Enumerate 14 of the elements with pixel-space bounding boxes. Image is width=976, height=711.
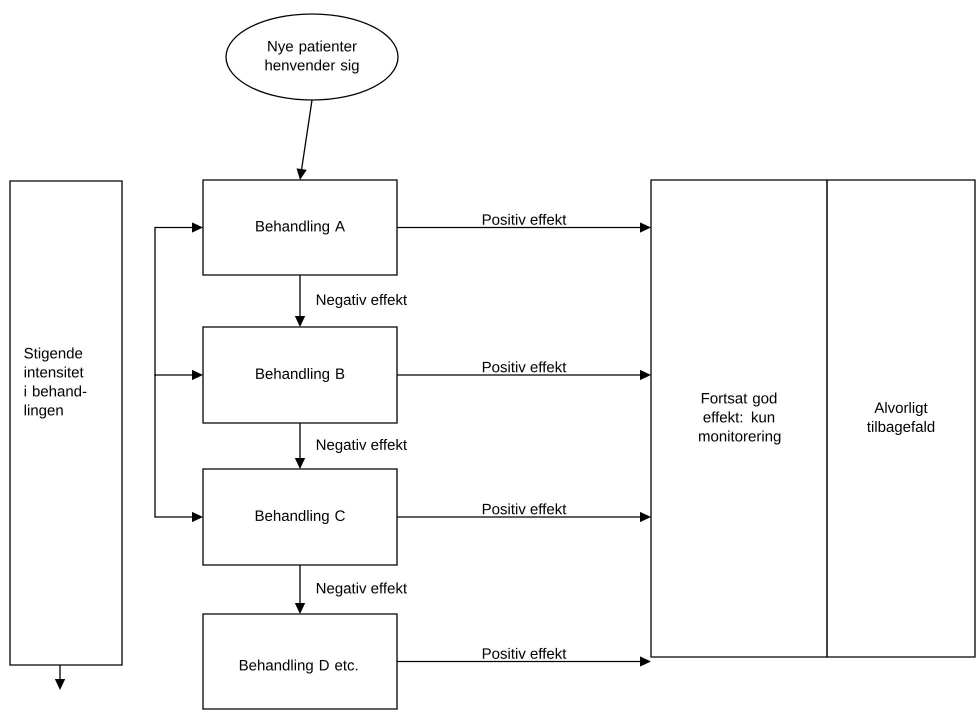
edge-label: Positiv effekt [480,502,568,516]
edge-label: Positiv effekt [480,646,568,660]
outcome-box: Fortsat god effekt: kun monitorering [650,179,828,658]
process-box: Behandling D etc. [202,613,398,710]
outcome-box: Alvorligt tilbagefald [826,179,976,658]
process-box: Behandling C [202,468,398,566]
edge-label: Positiv effekt [480,360,568,374]
side-box: Stigende intensitet i behand-lingen [9,180,123,666]
edge-label: Negativ effekt [314,293,408,309]
process-box: Behandling A [202,179,398,276]
edge-label: Negativ effekt [314,438,408,454]
edge-label: Positiv effekt [480,212,568,226]
process-box: Behandling B [202,326,398,424]
edge-label: Negativ effekt [314,582,408,598]
